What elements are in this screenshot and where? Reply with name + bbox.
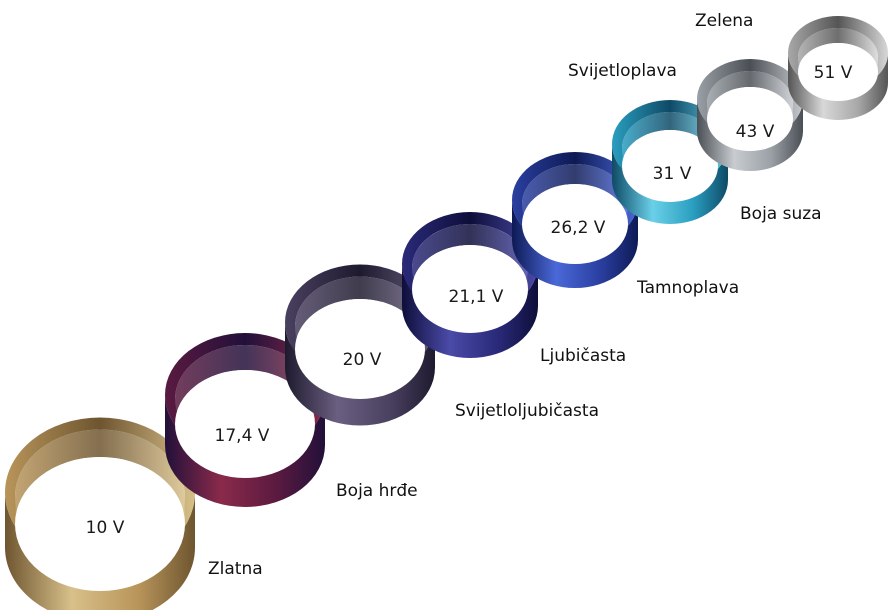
ring-2 — [165, 333, 325, 507]
color-name-label: Tamnoplava — [637, 278, 740, 298]
color-name-label: Ljubičasta — [540, 346, 627, 366]
voltage-label: 21,1 V — [448, 287, 504, 307]
voltage-label: 17,4 V — [214, 426, 270, 446]
voltage-label: 10 V — [85, 518, 125, 538]
voltage-label: 31 V — [652, 164, 692, 184]
voltage-label: 43 V — [735, 122, 775, 142]
color-name-label: Boja suza — [740, 204, 822, 224]
color-name-label: Boja hrđe — [336, 481, 418, 501]
ring-7 — [697, 59, 803, 171]
ring-4 — [402, 212, 538, 358]
ring-1 — [5, 417, 195, 610]
ring-8 — [788, 16, 888, 120]
color-name-label: Svijetloljubičasta — [455, 401, 599, 421]
color-name-label: Svijetloplava — [568, 61, 677, 81]
ring-5 — [512, 152, 638, 288]
voltage-label: 51 V — [813, 63, 853, 83]
voltage-label: 26,2 V — [550, 218, 606, 238]
color-name-label: Zlatna — [208, 559, 263, 579]
color-name-label: Zelena — [695, 11, 754, 31]
ring-3 — [285, 264, 435, 426]
voltage-label: 20 V — [342, 350, 382, 370]
